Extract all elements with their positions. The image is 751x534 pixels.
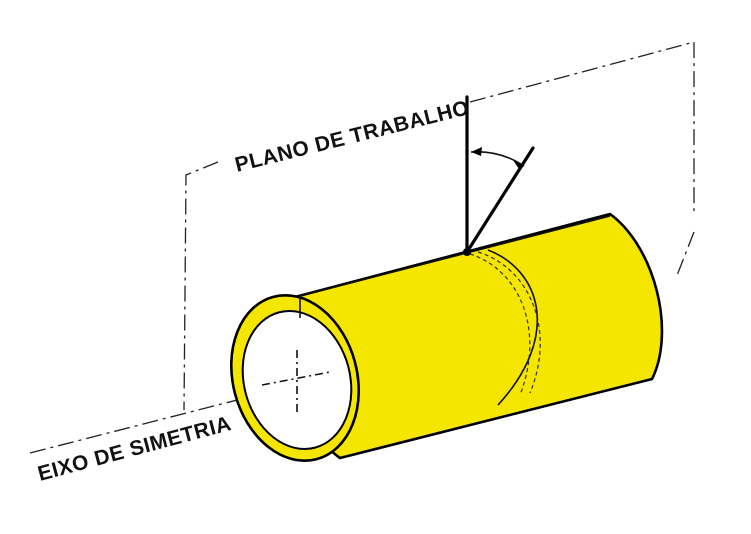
- angle-arrow-left: [471, 147, 482, 156]
- weld-seam-outer: [477, 251, 541, 394]
- work-plane-top-right-edge: [469, 41, 695, 212]
- weld-seam-edge: [487, 249, 538, 406]
- symmetry-axis-label: EIXO DE SIMETRIA: [35, 412, 234, 486]
- symmetry-axis-line: [29, 397, 246, 454]
- pipe-top-seam: [299, 215, 611, 297]
- work-plane-label: PLANO DE TRABALHO: [233, 96, 472, 177]
- work-plane-top-left-edge: [183, 161, 219, 411]
- work-plane: [183, 41, 695, 411]
- angle-arrow-right: [513, 160, 524, 169]
- work-plane-right-lower-edge: [675, 231, 695, 279]
- bore-center-horizontal: [261, 371, 331, 386]
- pipe: [229, 212, 664, 463]
- torch-contact-point: [463, 248, 471, 256]
- torch-angle-indicator: [463, 95, 535, 256]
- weld-seam: [469, 253, 531, 396]
